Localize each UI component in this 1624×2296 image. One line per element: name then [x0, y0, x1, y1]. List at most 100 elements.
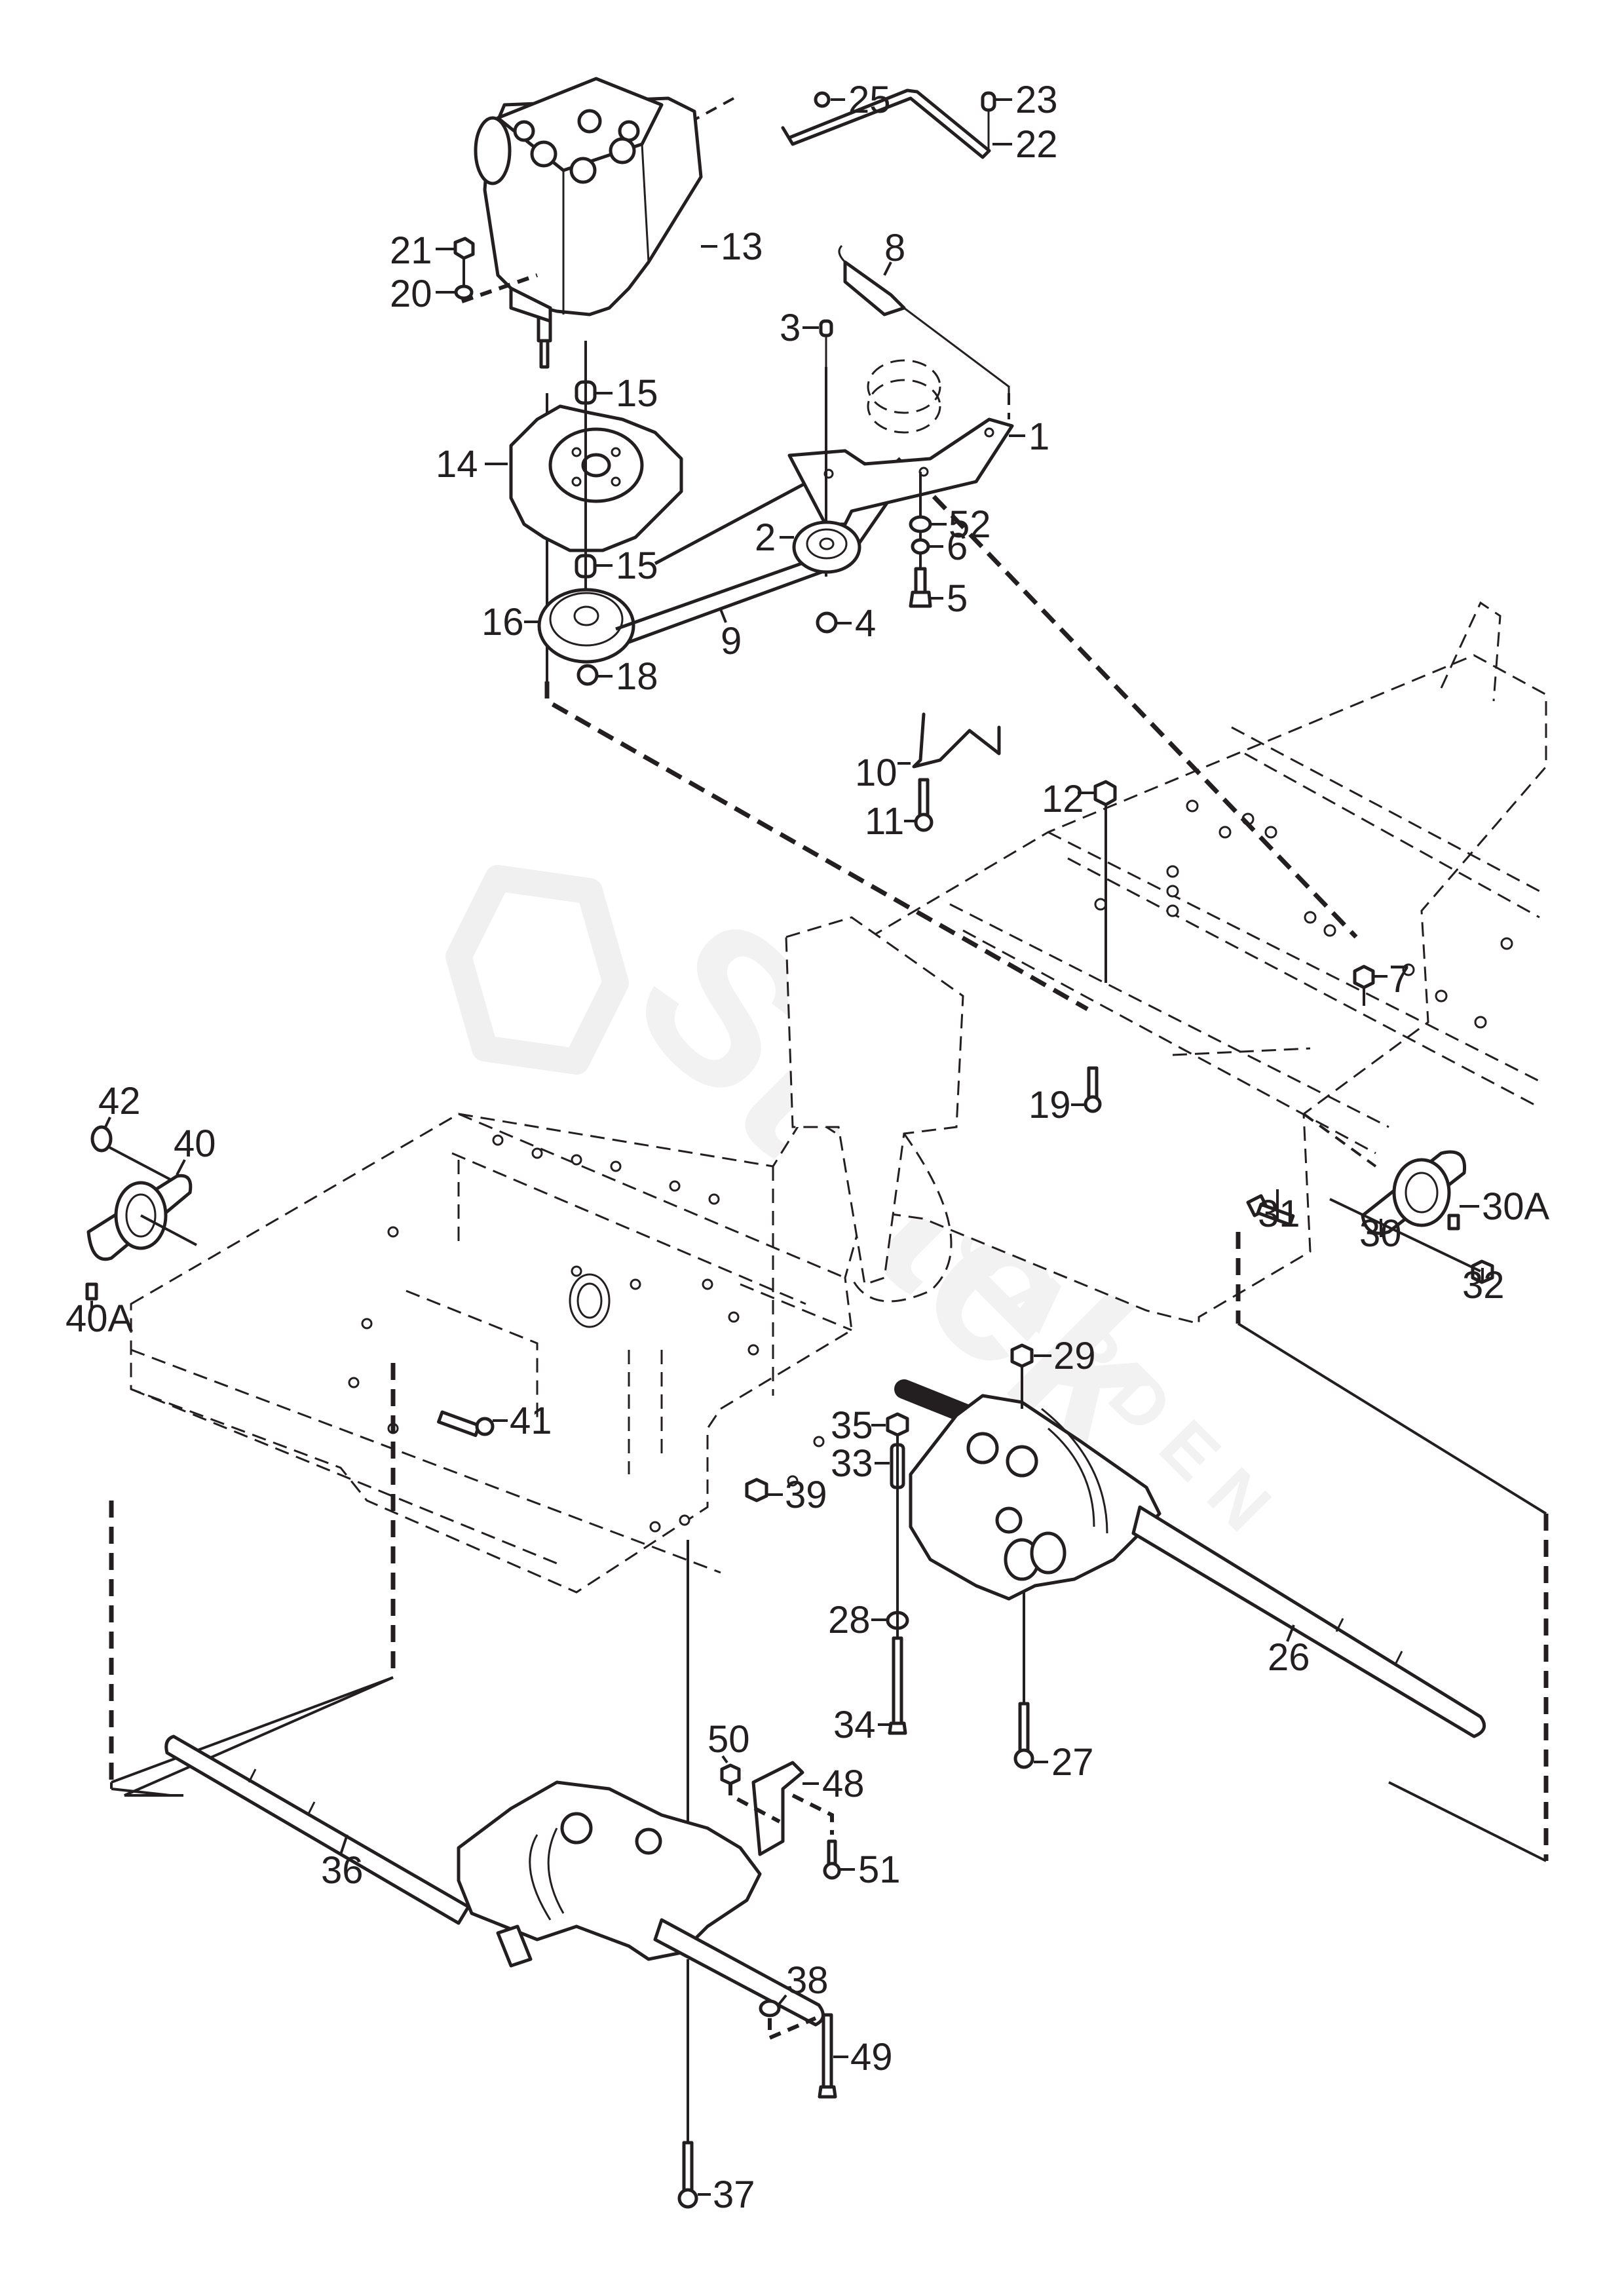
transaxle-right-26 — [894, 1379, 1486, 1738]
svg-text:32: 32 — [1462, 1264, 1505, 1307]
callout-8: 8 — [883, 227, 905, 276]
callout-23: 23 — [996, 79, 1058, 121]
callout-21: 21 — [390, 229, 454, 272]
callout-29: 29 — [1034, 1335, 1096, 1377]
svg-text:27: 27 — [1051, 1741, 1094, 1784]
bolt-27 — [1013, 1702, 1034, 1769]
callout-33: 33 — [831, 1442, 890, 1485]
callout-1: 1 — [1009, 415, 1049, 458]
flange-bearing-40 — [86, 1174, 193, 1261]
cap-23 — [981, 91, 996, 112]
svg-text:3: 3 — [780, 307, 801, 349]
svg-text:36: 36 — [321, 1849, 364, 1892]
callout-6: 6 — [929, 526, 968, 568]
pump-pulley-16 — [537, 588, 635, 664]
svg-text:38: 38 — [786, 1959, 829, 2002]
control-rod-assembly — [781, 88, 996, 159]
callout-19: 19 — [1029, 1084, 1085, 1126]
svg-text:10: 10 — [855, 752, 897, 794]
svg-text:40: 40 — [174, 1122, 216, 1165]
callout-36: 36 — [321, 1834, 364, 1892]
callout-15-lower: 15 — [596, 545, 658, 587]
svg-text:7: 7 — [1389, 958, 1410, 1001]
nut-39 — [745, 1478, 768, 1502]
callout-12: 12 — [1042, 778, 1094, 820]
svg-text:52: 52 — [949, 503, 991, 546]
nut-29 — [1010, 1343, 1034, 1368]
bolt-49 — [818, 2013, 837, 2099]
svg-text:21: 21 — [390, 229, 432, 272]
callout-51: 51 — [840, 1848, 901, 1891]
svg-text:49: 49 — [850, 2036, 893, 2078]
callout-50: 50 — [708, 1718, 750, 1764]
callout-32: 32 — [1462, 1264, 1505, 1307]
nut-35 — [886, 1412, 909, 1437]
transaxle-left-36 — [164, 1734, 825, 2027]
callout-2: 2 — [755, 516, 794, 559]
callout-18: 18 — [597, 655, 658, 698]
bolt-51 — [823, 1839, 841, 1880]
grease-fitting-40A — [85, 1282, 98, 1301]
bolt-11 — [914, 778, 934, 832]
callout-10: 10 — [855, 752, 911, 794]
washer-52 — [909, 515, 932, 533]
clip-25 — [814, 91, 831, 108]
idler-pulley-dashed — [867, 359, 941, 434]
callout-11: 11 — [865, 800, 917, 843]
svg-text:42: 42 — [98, 1080, 141, 1122]
svg-text:37: 37 — [713, 2173, 755, 2216]
callout-39: 39 — [768, 1474, 827, 1516]
callout-27: 27 — [1034, 1741, 1094, 1784]
svg-text:48: 48 — [822, 1763, 865, 1805]
bolt-5 — [909, 567, 932, 608]
svg-text:30A: 30A — [1482, 1185, 1550, 1228]
svg-text:6: 6 — [947, 526, 968, 568]
callout-7: 7 — [1374, 958, 1410, 1001]
bracket-48 — [751, 1761, 804, 1856]
svg-text:50: 50 — [708, 1718, 750, 1761]
svg-text:22: 22 — [1015, 123, 1058, 166]
callout-30: 30 — [1359, 1212, 1402, 1255]
nut-12 — [1093, 780, 1117, 807]
cooling-fan — [509, 404, 683, 552]
callout-5: 5 — [930, 577, 968, 620]
callout-35: 35 — [831, 1404, 886, 1447]
svg-text:2: 2 — [755, 516, 776, 559]
callout-9: 9 — [719, 609, 742, 662]
bolt-37 — [677, 2141, 698, 2209]
callout-16: 16 — [482, 601, 538, 643]
chassis-frame — [130, 601, 1547, 1594]
callout-40A: 40A — [66, 1297, 134, 1340]
grease-fitting-30A — [1447, 1214, 1460, 1231]
nut-21 — [453, 237, 475, 260]
callout-34: 34 — [833, 1704, 892, 1746]
svg-text:16: 16 — [482, 601, 524, 643]
callout-41: 41 — [493, 1400, 552, 1442]
svg-text:30: 30 — [1359, 1212, 1402, 1255]
svg-text:9: 9 — [721, 620, 742, 662]
frame-cross-member — [785, 916, 964, 1286]
svg-text:25: 25 — [848, 79, 891, 121]
callout-20: 20 — [390, 273, 455, 315]
callout-40: 40 — [174, 1122, 216, 1176]
svg-text:20: 20 — [390, 273, 432, 315]
svg-text:39: 39 — [785, 1474, 827, 1516]
spring-8 — [838, 244, 1010, 393]
callout-4: 4 — [837, 602, 876, 645]
belt-guide-10 — [912, 712, 1001, 769]
nut-4 — [816, 611, 838, 634]
svg-text:12: 12 — [1042, 778, 1084, 820]
bolt-34 — [888, 1636, 907, 1735]
svg-text:40A: 40A — [66, 1297, 134, 1340]
flange-bearing-30 — [1361, 1150, 1467, 1235]
svg-text:11: 11 — [865, 800, 904, 843]
callout-26: 26 — [1268, 1624, 1310, 1679]
bolt-19 — [1084, 1066, 1102, 1113]
svg-text:51: 51 — [858, 1848, 901, 1891]
callout-52: 52 — [932, 503, 991, 546]
bolt-3 — [819, 319, 833, 367]
callout-14: 14 — [436, 443, 508, 486]
callout-38: 38 — [777, 1959, 829, 2006]
svg-text:26: 26 — [1268, 1636, 1310, 1679]
